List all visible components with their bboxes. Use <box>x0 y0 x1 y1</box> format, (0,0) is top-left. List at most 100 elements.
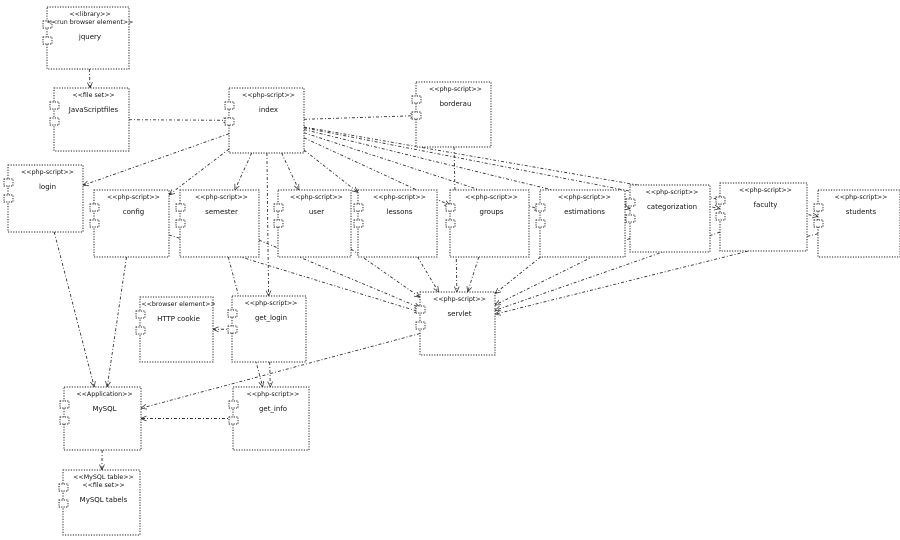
component-categorization[interactable]: <<php-script>>categorization <box>625 184 711 253</box>
dependency-index-to-config <box>169 148 230 195</box>
component-box <box>629 184 711 253</box>
component-config[interactable]: <<php-script>> config <box>89 189 170 258</box>
component-get_info[interactable]: <<php-script>>get_info <box>228 386 310 451</box>
component-stereotype: <<php-script>> <box>195 194 248 201</box>
dependency-servlet-to-mysql <box>141 333 421 409</box>
component-students[interactable]: <<php-script>> students <box>813 189 900 258</box>
component-name: lessons <box>387 208 413 216</box>
dependency-semester-to-get_info <box>227 256 262 387</box>
component-name: MySQL <box>92 405 116 413</box>
component-user[interactable]: <<php-script>>user <box>273 189 352 258</box>
dependency-lessons-to-servlet <box>417 256 439 292</box>
component-tab-icon <box>224 117 235 126</box>
component-tab-icon <box>625 198 636 207</box>
component-name: faculty <box>754 201 778 209</box>
component-stereotype: <<php-script>> <box>835 194 888 201</box>
component-http_cookie[interactable]: <<browser element>>HTTP cookie <box>135 296 216 363</box>
component-servlet[interactable]: <<php-script>>servlet <box>415 291 496 356</box>
component-tab-icon <box>135 310 146 319</box>
component-tab-icon <box>3 178 14 187</box>
component-stereotype: <<php-script>> <box>429 86 482 93</box>
component-tab-icon <box>135 326 146 335</box>
component-estimations[interactable]: <<php-script>> estimations <box>535 189 626 258</box>
component-stereotype: <<MySQL table>> <box>73 474 134 481</box>
component-login[interactable]: <<php-script>>login <box>3 164 84 233</box>
dependency-index-to-user <box>281 152 300 190</box>
component-tab-icon <box>227 325 238 334</box>
component-stereotype: <<php-script>> <box>558 194 611 201</box>
component-tab-icon <box>535 219 546 228</box>
component-index[interactable]: <<php-script>>index <box>224 87 305 154</box>
component-tab-icon <box>715 212 726 221</box>
dependency-jquery-to-js_files <box>89 68 90 88</box>
component-box <box>415 81 492 148</box>
component-faculty[interactable]: <<php-script>>faculty <box>715 182 808 252</box>
component-tab-icon <box>445 219 456 228</box>
component-tab-icon <box>445 203 456 212</box>
component-name: config <box>123 208 144 216</box>
component-tab-icon <box>224 101 235 110</box>
component-box <box>62 469 141 536</box>
component-lessons[interactable]: <<php-script>> lessons <box>353 189 438 258</box>
component-tab-icon <box>273 219 284 228</box>
component-name: MySQL tabels <box>80 496 128 504</box>
component-stereotype: <<php-script>> <box>21 169 74 176</box>
dependency-login-to-mysql <box>53 231 94 387</box>
component-tab-icon <box>415 305 426 314</box>
dependency-index-to-semester <box>234 152 253 190</box>
component-stereotype: <<php-script>> <box>465 194 518 201</box>
component-tab-icon <box>49 101 60 110</box>
component-get_login[interactable]: <<php-script>>get_login <box>227 295 307 363</box>
component-semester[interactable]: <<php-script>>semester <box>175 189 260 258</box>
dependency-groups-to-servlet <box>468 256 480 292</box>
component-box <box>719 182 808 252</box>
component-tab-icon <box>58 499 69 508</box>
component-name: estimations <box>564 208 605 216</box>
components-layer: <<library>><<run browser element>>jquery… <box>3 6 900 536</box>
component-box <box>231 295 307 363</box>
component-box <box>139 296 214 363</box>
dependency-estimations-to-servlet <box>495 256 541 294</box>
component-tab-icon <box>813 219 824 228</box>
component-box <box>53 87 130 152</box>
component-js_files[interactable]: <<file set>>JavaScriptfiles <box>49 87 130 152</box>
component-jquery[interactable]: <<library>><<run browser element>>jquery <box>42 6 133 70</box>
component-tab-icon <box>175 203 186 212</box>
component-tab-icon <box>625 214 636 223</box>
component-tab-icon <box>175 219 186 228</box>
component-borderau[interactable]: <<php-script>>borderau <box>411 81 492 148</box>
component-name: categorization <box>647 203 697 211</box>
component-stereotype: <<php-script>> <box>107 194 160 201</box>
component-box <box>228 87 305 154</box>
component-box <box>46 6 130 70</box>
component-stereotype: <<php-script>> <box>242 92 295 99</box>
component-stereotype: <<php-script>> <box>247 391 300 398</box>
component-box <box>277 189 352 258</box>
component-stereotype: <<php-script>> <box>373 194 426 201</box>
component-tab-icon <box>535 203 546 212</box>
dependency-index-to-groups <box>303 137 450 206</box>
dependency-user-to-servlet <box>350 248 420 297</box>
dependency-index-to-login <box>83 133 230 186</box>
component-mysql_tables[interactable]: <<MySQL table>><<file set>>MySQL tabels <box>58 469 141 536</box>
component-name: get_login <box>255 314 287 322</box>
dependency-students-to-servlet <box>495 233 819 315</box>
component-stereotype: <<Application>> <box>76 391 132 398</box>
component-tab-icon <box>411 95 422 104</box>
component-stereotype: <<php-script>> <box>433 296 486 303</box>
component-groups[interactable]: <<php-script>>groups <box>445 189 530 258</box>
component-stereotype: <<php-script>> <box>290 194 343 201</box>
component-mysql[interactable]: <<Application>> MySQL <box>59 386 142 451</box>
component-tab-icon <box>415 321 426 330</box>
component-tab-icon <box>813 203 824 212</box>
component-tab-icon <box>353 219 364 228</box>
component-tab-icon <box>42 36 53 45</box>
component-box <box>817 189 900 258</box>
component-name: JavaScriptfiles <box>68 106 119 114</box>
component-tab-icon <box>59 400 70 409</box>
component-tab-icon <box>411 111 422 120</box>
component-name: students <box>846 208 877 216</box>
component-box <box>7 164 84 233</box>
dependency-js_files-to-index <box>128 120 229 121</box>
component-box <box>179 189 260 258</box>
